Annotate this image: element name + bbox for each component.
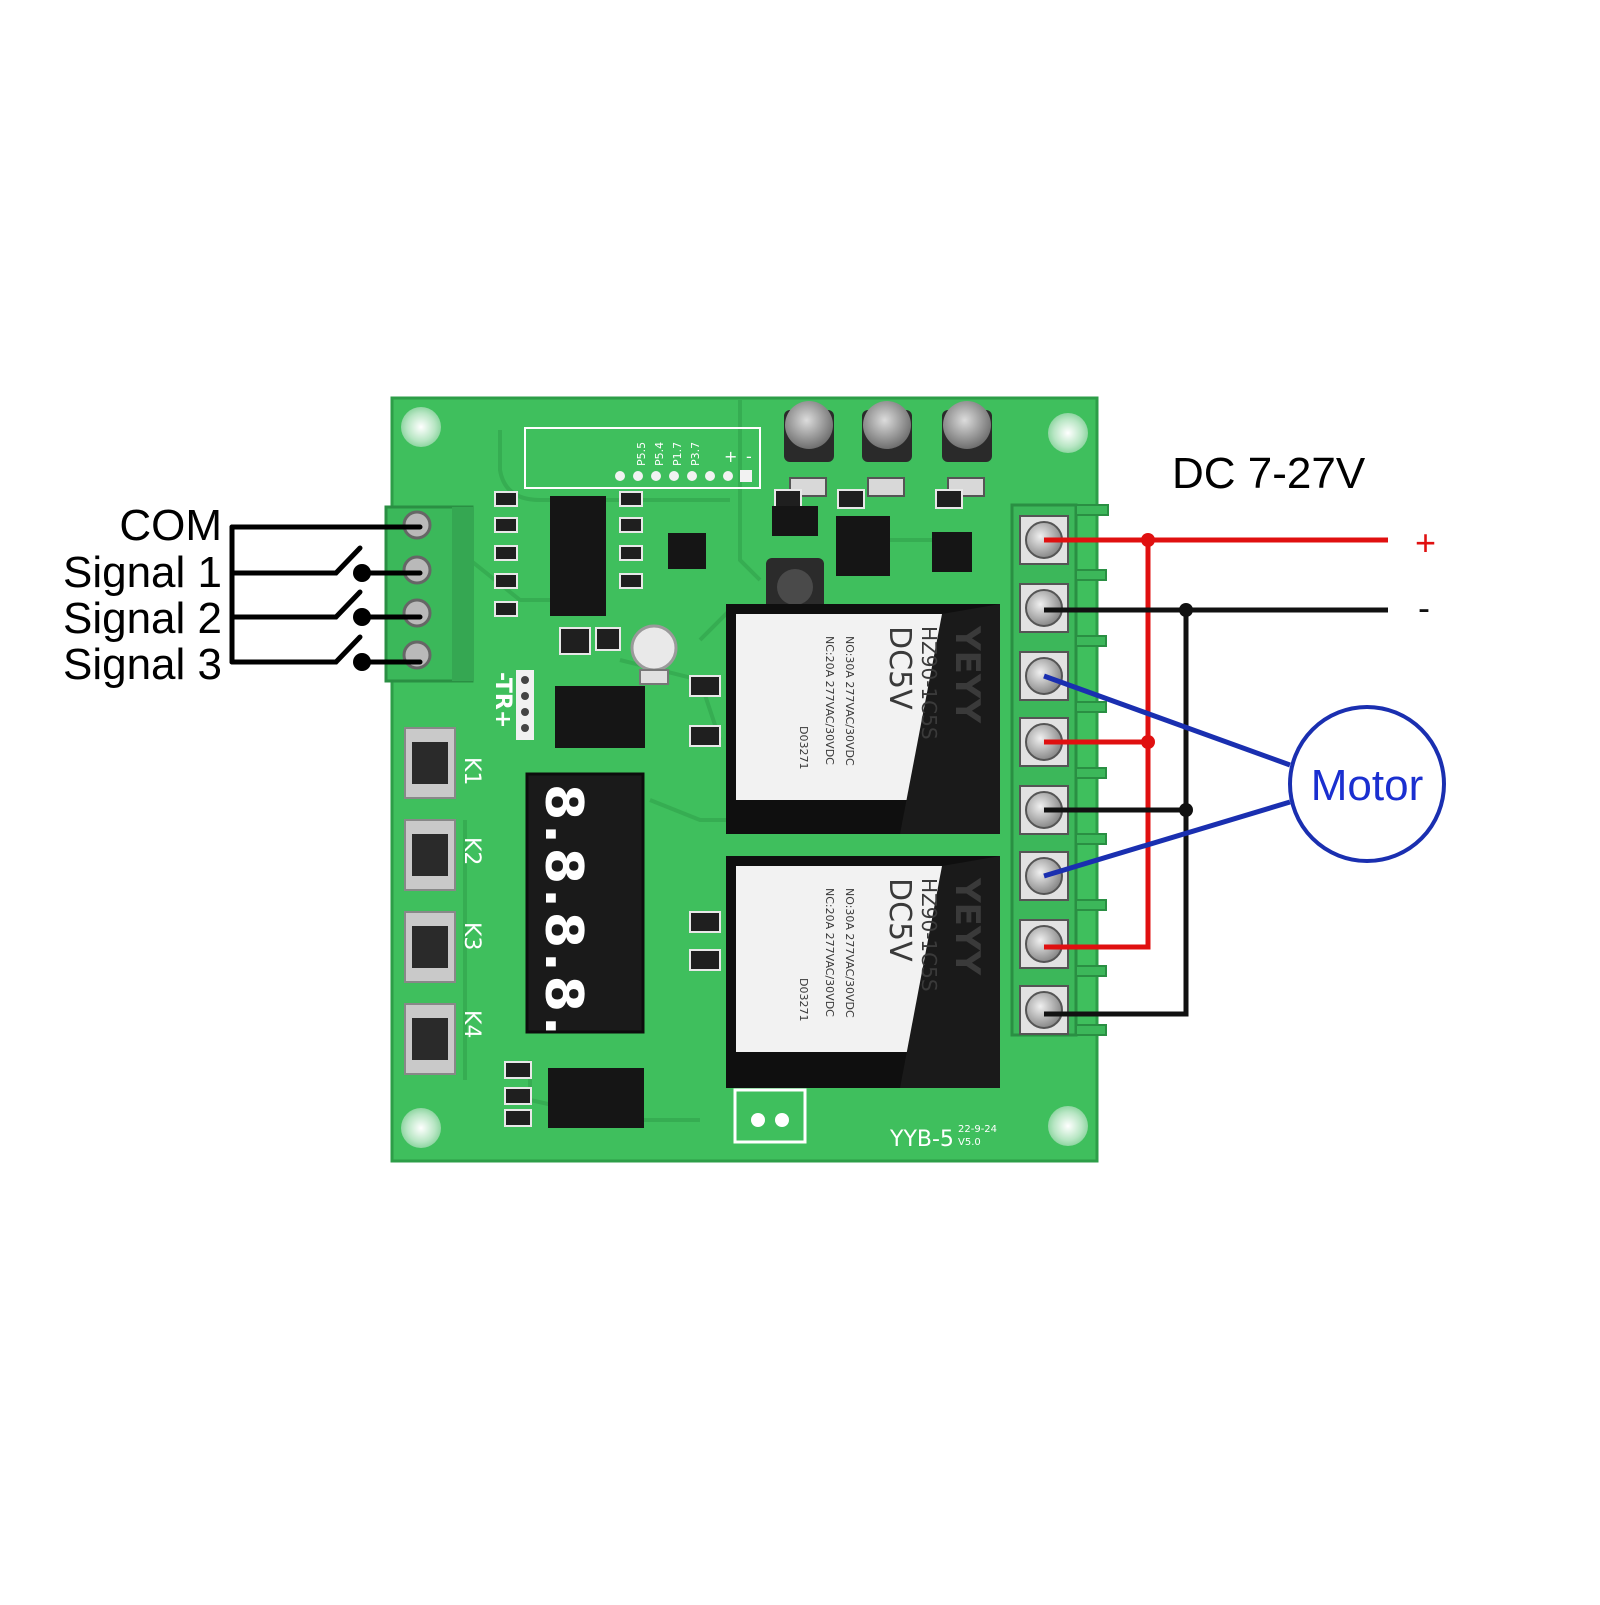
button-label: K4 bbox=[459, 1010, 484, 1038]
motor-wiring bbox=[1043, 673, 1291, 879]
prog-header-outline bbox=[524, 427, 761, 489]
push-button-k1[interactable] bbox=[404, 727, 456, 799]
display-digits: 8.8.8.8. bbox=[533, 784, 593, 1040]
capacitor bbox=[862, 401, 912, 497]
prog-minus-label: - bbox=[746, 447, 752, 466]
uart-pin-label: -TR+ bbox=[490, 672, 515, 728]
board-model: YYB-5 bbox=[889, 1127, 954, 1152]
pcb-board: P5.5 P5.4 P1.7 P3.7 + - bbox=[384, 396, 1109, 1163]
svg-text:DC5V: DC5V bbox=[882, 626, 917, 710]
capacitor bbox=[784, 401, 834, 497]
inductor bbox=[766, 558, 824, 616]
positive-wiring bbox=[1044, 537, 1388, 950]
board-version: V5.0 bbox=[958, 1137, 981, 1148]
relay-1: YEYY HZ90-1C5S DC5V NO:30A 277VAC/30VDC … bbox=[726, 604, 1000, 834]
seven-segment-display: 8.8.8.8. bbox=[525, 772, 645, 1040]
svg-text:HZ90-1C5S: HZ90-1C5S bbox=[917, 878, 941, 992]
board-connector bbox=[733, 1088, 807, 1144]
com-label: COM bbox=[119, 501, 222, 550]
signal-1-label: Signal 1 bbox=[63, 548, 222, 597]
prog-pin-label: P5.4 bbox=[653, 442, 666, 466]
negative-wiring bbox=[1044, 607, 1388, 1017]
svg-text:YEYY: YEYY bbox=[947, 625, 987, 723]
mount-hole bbox=[401, 407, 441, 447]
svg-text:NC:20A 277VAC/30VDC: NC:20A 277VAC/30VDC bbox=[823, 888, 836, 1017]
prog-pin-label: P1.7 bbox=[671, 442, 684, 466]
prog-plus-label: + bbox=[724, 447, 737, 466]
dc-supply-label: DC 7-27V bbox=[1172, 449, 1366, 498]
signal-2-label: Signal 2 bbox=[63, 594, 222, 643]
button-label: K3 bbox=[459, 922, 484, 950]
svg-text:YEYY: YEYY bbox=[947, 877, 987, 975]
mount-hole bbox=[1048, 1106, 1088, 1146]
prog-pin-label: P3.7 bbox=[689, 442, 702, 466]
relay-2: YEYY HZ90-1C5S DC5V NO:30A 277VAC/30VDC … bbox=[726, 856, 1000, 1088]
small-capacitor bbox=[630, 624, 678, 685]
board-date: 22-9-24 bbox=[958, 1124, 997, 1135]
motor-symbol bbox=[1288, 705, 1446, 863]
negative-label: - bbox=[1418, 587, 1430, 628]
mount-hole bbox=[401, 1108, 441, 1148]
svg-text:NC:20A 277VAC/30VDC: NC:20A 277VAC/30VDC bbox=[823, 636, 836, 765]
smd-components bbox=[494, 489, 963, 1127]
push-button-k3[interactable] bbox=[404, 911, 456, 983]
output-terminal-block bbox=[1010, 503, 1109, 1037]
switch-contacts bbox=[353, 564, 371, 671]
svg-text:DC5V: DC5V bbox=[882, 878, 917, 962]
capacitor bbox=[942, 401, 992, 497]
signal-3-label: Signal 3 bbox=[63, 640, 222, 689]
button-label: K1 bbox=[459, 757, 484, 785]
push-button-k2[interactable] bbox=[404, 819, 456, 891]
svg-text:NO:30A 277VAC/30VDC: NO:30A 277VAC/30VDC bbox=[843, 636, 856, 766]
mount-hole bbox=[1048, 413, 1088, 453]
uart-header bbox=[516, 670, 534, 740]
ic-chip bbox=[548, 496, 972, 1128]
motor-label: Motor bbox=[1311, 761, 1423, 810]
svg-text:D03271: D03271 bbox=[797, 726, 810, 769]
prog-pin-label: P5.5 bbox=[635, 442, 648, 466]
input-terminal-block bbox=[384, 505, 474, 683]
prog-header bbox=[615, 470, 752, 482]
svg-text:HZ90-1C5S: HZ90-1C5S bbox=[917, 626, 941, 740]
button-label: K2 bbox=[459, 837, 484, 865]
wire-junctions bbox=[1141, 533, 1193, 817]
svg-text:D03271: D03271 bbox=[797, 978, 810, 1021]
push-button-k4[interactable] bbox=[404, 1003, 456, 1075]
svg-text:NO:30A 277VAC/30VDC: NO:30A 277VAC/30VDC bbox=[843, 888, 856, 1018]
positive-label: + bbox=[1415, 522, 1436, 563]
